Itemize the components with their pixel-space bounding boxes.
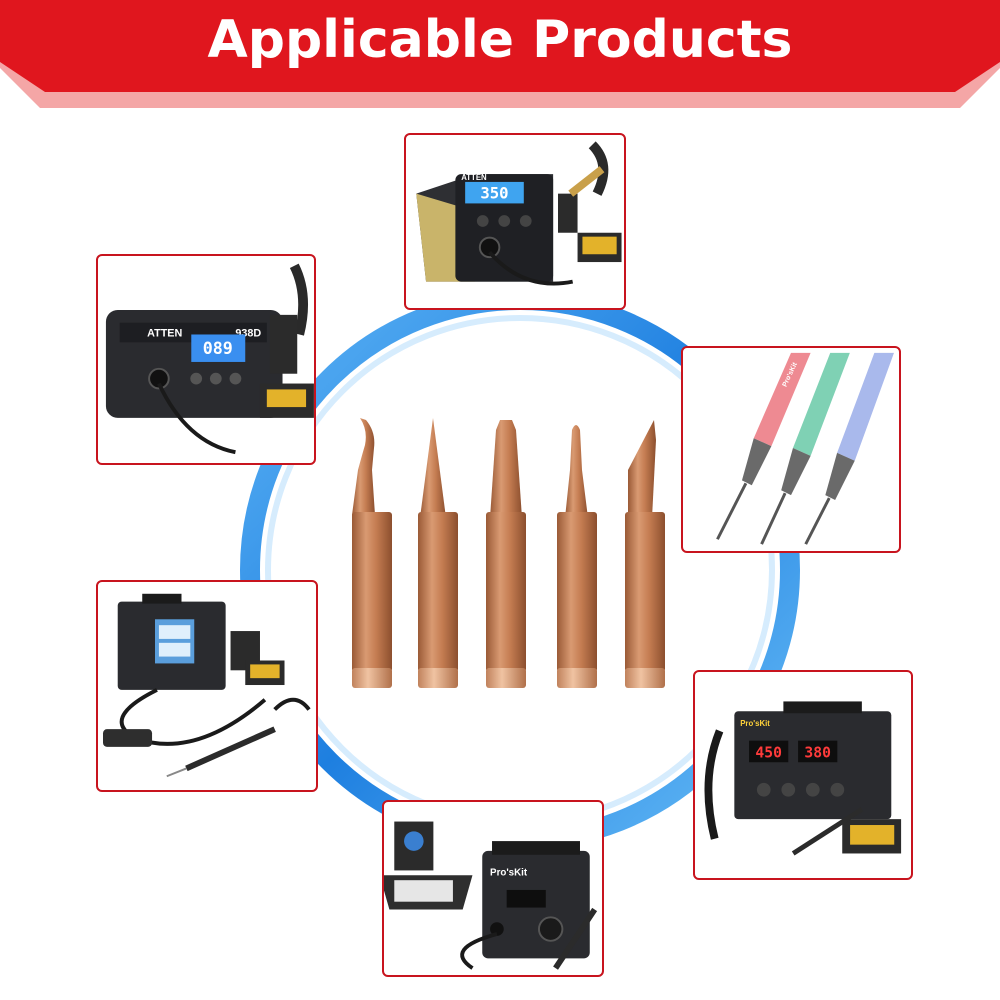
rework-station-illustration: Pro'sKit 450 380: [704, 701, 902, 856]
product-card-atten-station-top: 350 ATTEN: [404, 133, 626, 310]
cable-icon: [289, 263, 308, 336]
product-card-prokit-pens: Pro'sKit: [681, 346, 901, 553]
brand-label: ATTEN: [147, 327, 182, 339]
lcd-reading: 089: [203, 339, 233, 358]
hot-air-gun-icon: [103, 729, 153, 747]
lcd-display: [506, 889, 546, 908]
product-card-atten-938d: ATTEN 938D 089: [96, 254, 316, 465]
pen-green-icon: [760, 352, 850, 545]
brand-label: ATTEN: [461, 173, 487, 182]
tip-conical: [418, 418, 458, 688]
display-left: 450: [755, 744, 782, 761]
atten-938d-illustration: ATTEN 938D 089: [105, 263, 314, 455]
tip-chisel: [486, 420, 526, 688]
pen-red-icon: Pro'sKit: [716, 352, 811, 540]
product-card-prokit-rework-station: Pro'sKit 450 380: [693, 670, 913, 880]
page-title: Applicable Products: [207, 10, 793, 70]
title-banner: Applicable Products: [0, 0, 1000, 110]
brand-label: Pro'sKit: [490, 867, 528, 878]
tip-knife: [625, 420, 665, 688]
hot-air-station-illustration: [103, 593, 311, 778]
tip-bent-conical: [352, 418, 392, 688]
pen-blue-icon: [804, 352, 894, 545]
lcd-reading: 350: [480, 184, 508, 203]
product-card-prokit-station-bottom: Pro'sKit: [382, 800, 604, 977]
cable-icon: [588, 141, 609, 196]
tip-round: [557, 425, 597, 688]
hot-air-gun-icon: [704, 729, 724, 840]
product-card-hot-air-station: [96, 580, 318, 792]
display-right: 380: [804, 744, 831, 761]
brand-label: Pro'sKit: [740, 719, 770, 728]
soldering-pens-illustration: Pro'sKit: [716, 352, 894, 545]
atten-station-illustration: 350 ATTEN: [416, 141, 622, 286]
lcd-display: [465, 181, 524, 204]
banner-background: [0, 0, 1000, 108]
lcd-display: [191, 334, 246, 362]
prokit-station-illustration: Pro'sKit: [384, 821, 598, 970]
